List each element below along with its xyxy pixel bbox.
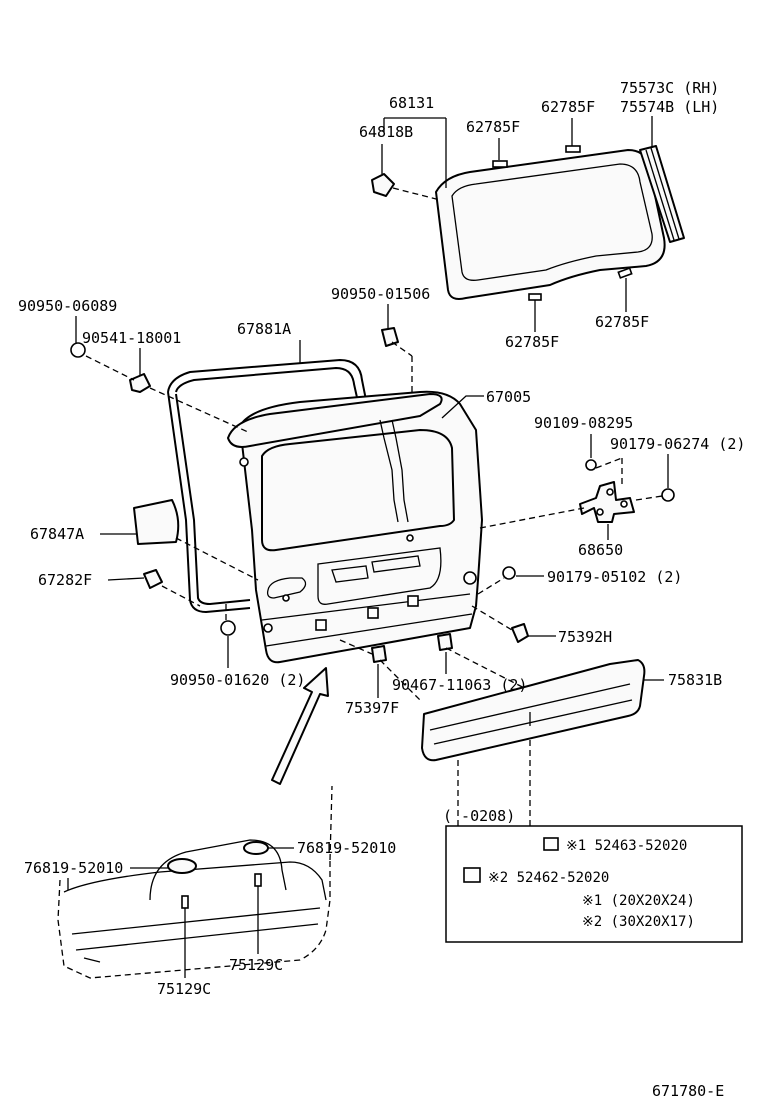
label-64818b: 64818B: [359, 123, 413, 141]
nut-90179-05102: [502, 566, 516, 580]
label-76819-52010-right: 76819-52010: [297, 839, 396, 857]
label-75831b: 75831B: [668, 671, 722, 689]
diagram-id: 671780-E: [652, 1082, 724, 1100]
label-90467-11063: 90467-11063 (2): [392, 676, 527, 694]
label-67005: 67005: [486, 388, 531, 406]
label-75129c-a: 75129C: [157, 980, 211, 998]
label-75574b: 75574B (LH): [620, 98, 719, 116]
label-62785f-d: 62785F: [595, 313, 649, 331]
label-68650: 68650: [578, 541, 623, 559]
cover-67847a: [133, 499, 180, 545]
label-62785f-c: 62785F: [505, 333, 559, 351]
back-window-glass: [435, 149, 666, 300]
clip-75397f: [371, 645, 387, 663]
stopper-64818b: [371, 173, 395, 197]
variant-row2: ※2 52462-52020: [488, 870, 609, 886]
plug-90950-01620: [220, 620, 236, 636]
window-molding-strip: [639, 145, 685, 243]
view-arrow: [271, 667, 329, 785]
label-90541-18001: 90541-18001: [82, 329, 181, 347]
label-68131: 68131: [389, 94, 434, 112]
label-90950-06089: 90950-06089: [18, 297, 117, 315]
plug-90950-06089: [70, 342, 86, 358]
spacer-62785f-b: [565, 145, 581, 153]
plug-90950-01506: [381, 327, 399, 347]
label-90179-05102: 90179-05102 (2): [547, 568, 682, 586]
label-67282f: 67282F: [38, 571, 92, 589]
label-62785f-b: 62785F: [541, 98, 595, 116]
variant-box-header: ( -0208): [443, 807, 515, 825]
label-90950-01620: 90950-01620 (2): [170, 671, 305, 689]
variant-row1: ※1 52463-52020: [566, 838, 687, 854]
bolt-90109: [585, 459, 597, 471]
pad-icon-1: [543, 837, 559, 851]
clip-90467: [437, 633, 453, 651]
label-62785f-a: 62785F: [466, 118, 520, 136]
hinge-68650: [579, 481, 635, 523]
cushion-90541: [129, 373, 151, 393]
cushion-67282f: [143, 569, 163, 589]
pad-icon-2: [463, 867, 481, 883]
label-67881a: 67881A: [237, 320, 291, 338]
clip-75392h: [511, 623, 529, 643]
label-75392h: 75392H: [558, 628, 612, 646]
garnish-75831b: [421, 659, 646, 762]
detail-inset: [57, 785, 333, 979]
label-90950-01506: 90950-01506: [331, 285, 430, 303]
label-76819-52010-left: 76819-52010: [24, 859, 123, 877]
label-90109-08295: 90109-08295: [534, 414, 633, 432]
label-90179-06274: 90179-06274 (2): [610, 435, 745, 453]
spacer-62785f-c: [528, 293, 542, 301]
label-75129c-b: 75129C: [229, 956, 283, 974]
label-75573c: 75573C (RH): [620, 79, 719, 97]
variant-box: [445, 825, 743, 943]
variant-note1: ※1 (20X20X24): [582, 893, 695, 909]
spacer-62785f-a: [492, 160, 508, 168]
spacer-62785f-d: [617, 267, 633, 279]
nut-90179-06274: [661, 488, 675, 502]
label-75397f: 75397F: [345, 699, 399, 717]
variant-note2: ※2 (30X20X17): [582, 914, 695, 930]
back-door-panel: [227, 390, 483, 664]
label-67847a: 67847A: [30, 525, 84, 543]
